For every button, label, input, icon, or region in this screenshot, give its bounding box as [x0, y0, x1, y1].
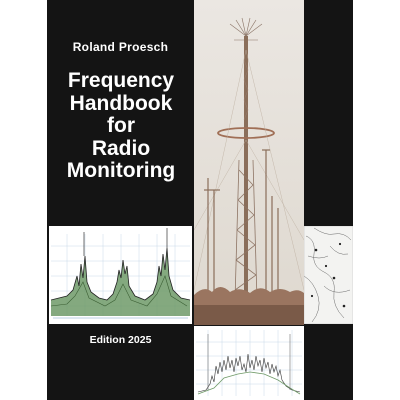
antenna-mast-photo: [194, 0, 304, 325]
antenna-mast-image: [194, 0, 304, 325]
edition-label: Edition 2025: [89, 334, 152, 346]
map-image: [304, 226, 353, 324]
signal-plot-image: [194, 326, 304, 400]
frequency-spectrum-plot: [49, 226, 192, 324]
book-cover: Roland Proesch Frequency Handbook for Ra…: [47, 0, 353, 400]
book-title: Frequency Handbook for Radio Monitoring: [47, 69, 195, 183]
map-fragment: [304, 226, 353, 324]
title-line: Radio: [91, 136, 151, 160]
title-line: Handbook: [69, 91, 173, 115]
spectrum-plot-image: [49, 226, 192, 324]
title-line: Monitoring: [66, 159, 176, 182]
author-name: Roland Proesch: [72, 40, 169, 54]
signal-spectrum-plot: [194, 326, 304, 400]
title-line: for: [107, 114, 135, 137]
title-line: Frequency: [67, 69, 175, 92]
